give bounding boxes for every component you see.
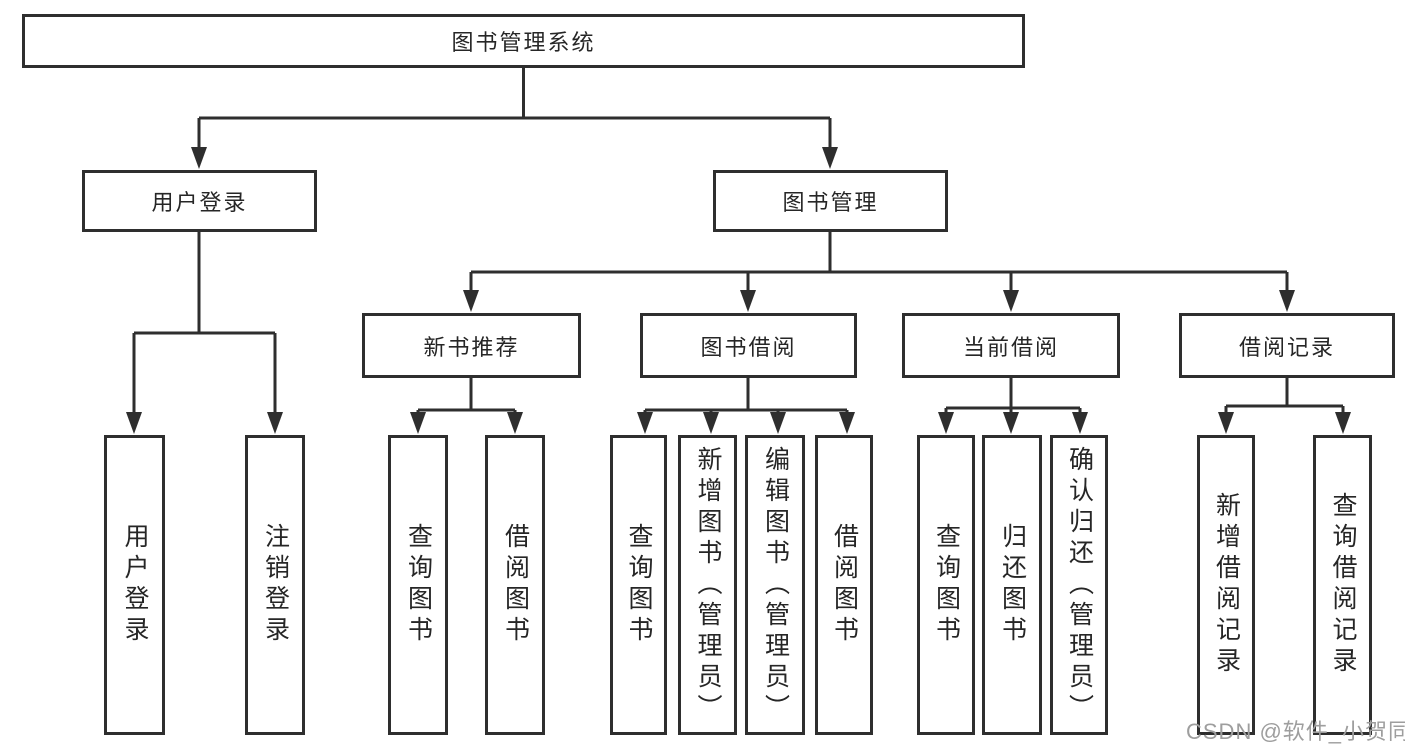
leaf-query-borrow-record: 查询借阅记录 [1313,435,1372,735]
leaf-edit-books-admin: 编辑图书（管理员） [745,435,805,735]
leaf-add-books-admin: 新增图书（管理员） [678,435,737,735]
node-borrowing-records: 借阅记录 [1179,313,1395,378]
leaf-query-books-recommend: 查询图书 [388,435,448,735]
leaf-query-books-current: 查询图书 [917,435,975,735]
leaf-user-login: 用户登录 [104,435,165,735]
leaf-borrow-books-borrowing: 借阅图书 [815,435,873,735]
node-current-borrowing: 当前借阅 [902,313,1120,378]
leaf-borrow-books-recommend: 借阅图书 [485,435,545,735]
node-book-management: 图书管理 [713,170,948,232]
node-root-system: 图书管理系统 [22,14,1025,68]
csdn-watermark: CSDN @软件_小贺同学 [1186,719,1405,744]
leaf-confirm-return-admin: 确认归还（管理员） [1050,435,1108,735]
arrowhead-icons [126,147,1351,434]
leaf-add-borrow-record: 新增借阅记录 [1197,435,1255,735]
leaf-query-books-borrowing: 查询图书 [610,435,667,735]
node-book-borrowing: 图书借阅 [640,313,857,378]
node-user-login: 用户登录 [82,170,317,232]
leaf-logout: 注销登录 [245,435,305,735]
leaf-return-books: 归还图书 [982,435,1042,735]
node-new-book-recommend: 新书推荐 [362,313,581,378]
